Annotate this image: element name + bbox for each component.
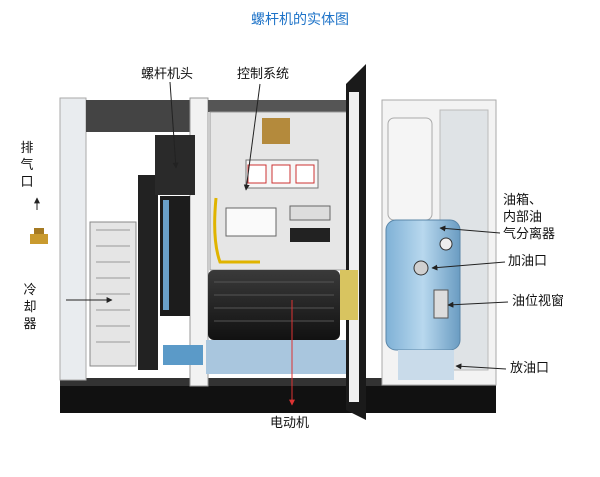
open-door [340, 64, 366, 420]
label-oil-tank-2: 内部油 [503, 210, 543, 225]
label-oil-drain: 放油口 [510, 361, 550, 376]
label-oil-fill: 加油口 [508, 254, 548, 269]
label-oil-tank-3: 气分离器 [503, 227, 556, 242]
leader-lines [34, 81, 509, 406]
cooler-radiator [89, 175, 158, 370]
control-box [209, 111, 349, 271]
label-control-system: 控制系统 [237, 67, 290, 82]
label-screw-head: 螺杆机头 [141, 67, 194, 82]
label-oil-tank-1: 油箱、 [503, 193, 543, 208]
exhaust-fitting-icon [30, 228, 48, 244]
electric-motor [206, 270, 346, 374]
label-oil-sight: 油位视窗 [512, 294, 565, 309]
label-cooler: 冷却器 [23, 283, 37, 332]
diagram-title: 螺杆机的实体图 [251, 12, 349, 28]
oil-separator-tank [385, 117, 461, 380]
label-motor: 电动机 [270, 416, 310, 431]
machine-base [60, 378, 496, 413]
label-exhaust-port: 排气口 [20, 141, 34, 190]
